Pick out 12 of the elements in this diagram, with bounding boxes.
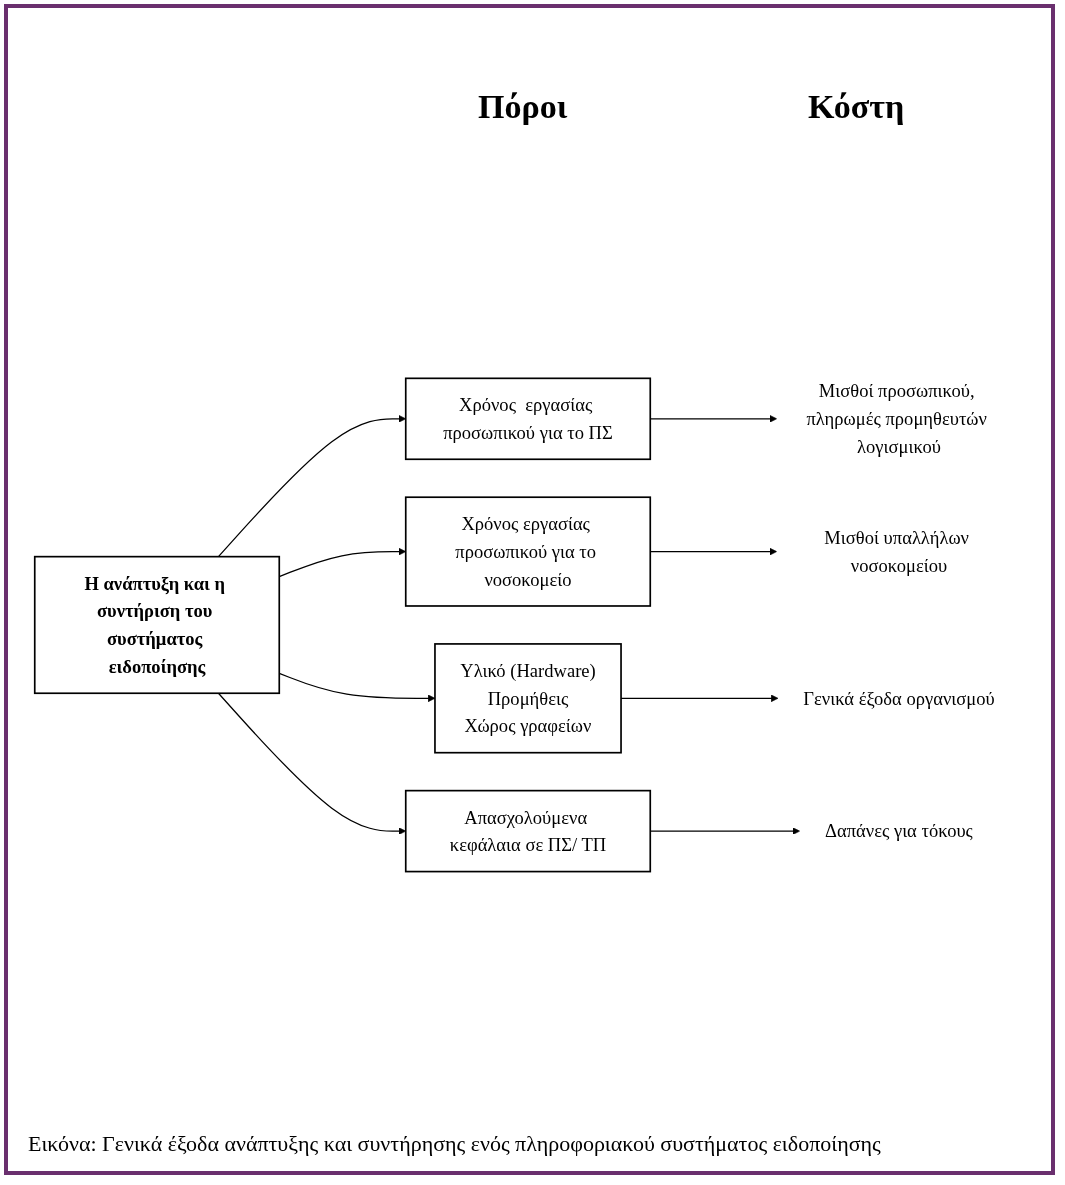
figure-caption: Εικόνα: Γενικά έξοδα ανάπτυξης και συντήρησης ενός πληροφοριακού συστήματος ειδοποίησης [28,1131,881,1157]
column-heading: Κόστη [808,88,905,126]
node-box: Χρόνος εργασίας προσωπικού για το ΠΣ [404,377,652,461]
node-box: Απασχολούμενα κεφάλαια σε ΠΣ/ ΤΠ [404,789,652,873]
node-box: Χρόνος εργασίας προσωπικού για το νοσοκομείο [404,496,652,607]
node-box: Υλικό (Hardware) Προμήθεις Χώρος γραφείων [434,643,622,754]
column-heading: Πόροι [478,88,568,126]
node-text: Μισθοί υπαλλήλων νοσοκομείου [824,527,969,577]
node-text: Γενικά έξοδα οργανισμού [803,687,995,709]
node-box: Η ανάπτυξη και η συντήριση του συστήματος ειδοποίησης [33,555,281,695]
node-text: Δαπάνες για τόκους [825,820,973,842]
node-text: Μισθοί προσωπικού, πληρωμές προμηθευτών λογισμικού [806,380,987,458]
